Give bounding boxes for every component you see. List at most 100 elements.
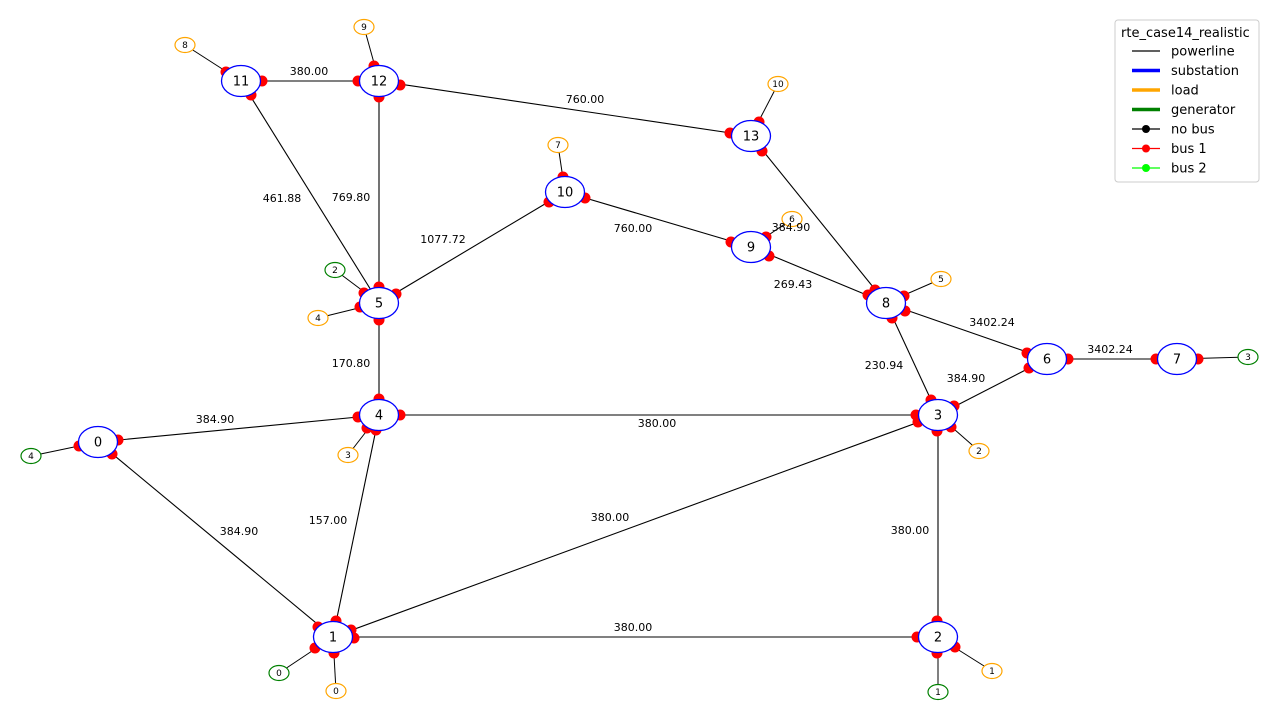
line-label-11-12: 380.00 [290, 65, 329, 78]
load-node-3 [337, 446, 359, 464]
legend: rte_case14_realistic powerline substation… [1114, 19, 1260, 183]
legend-label-bus-2: bus 2 [1171, 162, 1207, 177]
substation-label-11: 11 [233, 75, 250, 90]
legend-label-powerline: powerline [1171, 45, 1235, 60]
substation-label-9: 9 [747, 241, 755, 256]
line-label-3-8: 230.94 [865, 359, 904, 372]
line-label-5-10: 1077.72 [420, 233, 466, 246]
legend-title: rte_case14_realistic [1121, 26, 1250, 41]
substation-label-1: 1 [329, 631, 337, 646]
generator-node-4 [20, 447, 42, 465]
load-label-5: 5 [938, 275, 944, 285]
load-label-10: 10 [772, 80, 784, 90]
line-label-6-7: 3402.24 [1087, 343, 1133, 356]
substation-node-0 [77, 425, 119, 459]
legend-marker-bus-2 [1142, 164, 1150, 172]
substation-node-3 [917, 398, 959, 432]
load-label-2: 2 [976, 447, 982, 457]
substation-label-12: 12 [371, 75, 388, 90]
line-label-3-4: 380.00 [638, 417, 677, 430]
load-label-7: 7 [555, 141, 561, 151]
line-label-1-3: 380.00 [591, 511, 630, 524]
substation-node-11 [220, 64, 262, 98]
load-node-9 [353, 18, 375, 36]
generator-label-4: 4 [28, 452, 34, 462]
load-node-6 [781, 210, 803, 228]
substation-label-4: 4 [375, 409, 383, 424]
line-label-0-1: 384.90 [220, 525, 259, 538]
load-node-1 [981, 662, 1003, 680]
powerlines-layer [97, 80, 1177, 638]
generator-label-1: 1 [935, 688, 941, 698]
substation-label-7: 7 [1173, 353, 1181, 368]
substation-node-1 [312, 620, 354, 654]
substation-label-6: 6 [1043, 353, 1051, 368]
generator-label-3: 3 [1245, 353, 1251, 363]
load-label-9: 9 [361, 23, 367, 33]
powerline-5-11 [240, 80, 380, 304]
powerline-12-13 [378, 80, 752, 137]
powerline-1-3 [332, 414, 939, 638]
legend-box [1114, 19, 1260, 183]
powerline-1-4 [332, 414, 380, 638]
generator-node-1 [927, 683, 949, 701]
generator-node-2 [324, 261, 346, 279]
line-label-5-12: 769.80 [332, 191, 371, 204]
powerline-8-13 [750, 135, 887, 304]
substation-node-4 [358, 398, 400, 432]
substation-node-13 [730, 119, 772, 153]
substation-label-13: 13 [743, 130, 760, 145]
substation-node-7 [1156, 342, 1198, 376]
load-node-8 [174, 36, 196, 54]
line-label-8-9: 269.43 [774, 278, 813, 291]
legend-label-generator: generator [1171, 103, 1236, 118]
substation-label-2: 2 [934, 631, 942, 646]
line-label-1-2: 380.00 [614, 621, 653, 634]
substation-label-5: 5 [375, 297, 383, 312]
line-labels-layer: 384.90 384.90 380.00 380.00 157.00 380.00 380.… [196, 65, 1133, 634]
load-label-6: 6 [789, 215, 795, 225]
line-label-4-5: 170.80 [332, 357, 371, 370]
generator-label-2: 2 [332, 266, 338, 276]
legend-label-substation: substation [1171, 64, 1239, 79]
powerline-0-1 [97, 441, 334, 638]
load-label-8: 8 [182, 41, 188, 51]
line-label-9-10: 760.00 [614, 222, 653, 235]
powerline-0-4 [97, 414, 380, 443]
line-label-0-4: 384.90 [196, 413, 235, 426]
load-node-0 [325, 682, 347, 700]
load-node-5 [930, 270, 952, 288]
line-label-3-6: 384.90 [947, 372, 986, 385]
load-label-4: 4 [315, 314, 321, 324]
substation-node-12 [358, 64, 400, 98]
powerline-9-10 [564, 191, 752, 248]
substation-node-5 [358, 286, 400, 320]
load-node-7 [547, 136, 569, 154]
substation-node-6 [1026, 342, 1068, 376]
substation-label-3: 3 [934, 409, 942, 424]
substation-node-9 [730, 230, 772, 264]
load-label-3: 3 [345, 451, 351, 461]
substation-label-0: 0 [94, 436, 102, 451]
generator-node-0 [268, 664, 290, 682]
legend-label-load: load [1171, 84, 1199, 99]
substation-node-8 [865, 286, 907, 320]
generator-node-3 [1237, 348, 1259, 366]
substation-node-2 [917, 620, 959, 654]
line-label-2-3: 380.00 [891, 524, 930, 537]
line-label-12-13: 760.00 [566, 93, 605, 106]
load-node-10 [767, 75, 789, 93]
load-node-4 [307, 309, 329, 327]
powerline-5-10 [378, 191, 566, 304]
line-label-8-13: 384.90 [772, 221, 811, 234]
substation-label-8: 8 [882, 297, 890, 312]
legend-label-no-bus: no bus [1171, 123, 1215, 138]
generator-label-0: 0 [276, 669, 282, 679]
load-node-2 [968, 442, 990, 460]
legend-marker-no-bus [1142, 125, 1150, 133]
line-label-1-4: 157.00 [309, 514, 348, 527]
line-label-6-8: 3402.24 [969, 316, 1015, 329]
substation-node-10 [544, 175, 586, 209]
